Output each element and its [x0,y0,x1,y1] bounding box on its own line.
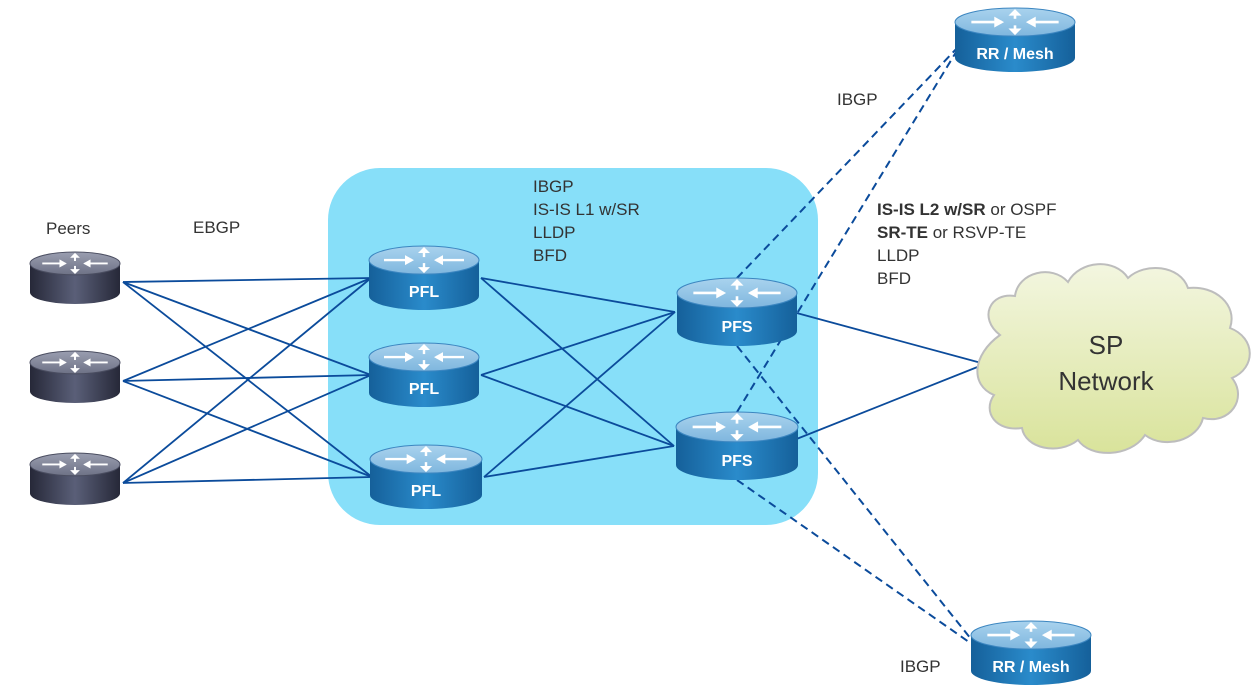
link-peer3-pfl2 [122,374,372,484]
router-label: PFS [721,319,752,336]
router-top [29,251,121,276]
router-top [369,444,483,474]
nodes-layer: PFL PFL PFL PFS PFS RR / Mesh RR / Mesh [29,7,1092,685]
router-arrows-icon [384,344,464,371]
link-peer3-pfl1 [122,277,372,484]
router-arrows-icon [692,413,782,441]
router-top [675,411,799,443]
router-arrows-icon [42,453,108,476]
ibgp-dashed-link-pfs2-rr1 [736,43,962,413]
link-pfl1-pfs1 [480,277,676,313]
router-pfl1: PFL [368,245,480,310]
router-rr1: RR / Mesh [954,7,1076,72]
router-arrows-icon [971,9,1059,36]
router-top [970,620,1092,650]
core-protocols-list: IS-IS L2 w/SR or OSPF SR-TE or RSVP-TE L… [877,200,1057,288]
router-arrows-icon [42,252,108,275]
links-layer [122,43,986,650]
link-pfl2-pfs2 [480,374,675,447]
router-label: PFS [721,453,752,470]
peer-router-peer2 [29,350,121,403]
link-peer2-pfl2 [122,374,372,382]
router-arrows-icon [42,351,108,374]
link-pfs2-sp [793,363,986,441]
sp-network-cloud: SP Network [976,263,1251,454]
core-protocol-item: LLDP [877,246,920,265]
router-top [676,277,798,309]
router-label: PFL [409,381,439,398]
link-pfs1-sp [792,311,986,365]
cloud-shape [976,263,1251,454]
ibgp-bottom-label: IBGP [900,657,941,676]
link-peer1-pfl1 [122,277,372,283]
peers-label: Peers [46,219,90,238]
router-top [29,452,121,477]
link-peer2-pfl1 [122,277,372,382]
router-pfs2: PFS [675,411,799,481]
core-protocol-item: IS-IS L2 w/SR or OSPF [877,200,1057,219]
router-top [29,350,121,375]
link-peer3-pfl3 [122,476,373,484]
ibgp-top-label: IBGP [837,90,878,109]
core-protocol-item: BFD [877,269,911,288]
router-arrows-icon [385,446,467,473]
fabric-protocol-item: BFD [533,246,567,265]
router-arrows-icon [693,279,781,307]
router-label: PFL [411,483,441,500]
fabric-protocol-item: LLDP [533,223,576,242]
link-pfl3-pfs2 [483,445,675,478]
router-arrows-icon [987,622,1075,649]
core-protocol-item: SR-TE or RSVP-TE [877,223,1026,242]
router-label: RR / Mesh [992,659,1069,676]
fabric-protocols-list: IBGP IS-IS L1 w/SR LLDP BFD [533,177,640,265]
router-rr2: RR / Mesh [970,620,1092,685]
peer-router-peer1 [29,251,121,304]
ibgp-dashed-link-pfs1-rr1 [736,43,962,279]
router-label: PFL [409,284,439,301]
fabric-protocol-item: IBGP [533,177,574,196]
fabric-protocol-item: IS-IS L1 w/SR [533,200,640,219]
ebgp-label: EBGP [193,218,240,237]
router-top [368,245,480,275]
router-arrows-icon [384,247,464,274]
peer-router-peer3 [29,452,121,505]
link-pfl2-pfs1 [480,311,676,376]
router-top [954,7,1076,37]
router-pfl3: PFL [369,444,483,510]
ibgp-dashed-link-pfs2-rr2 [736,479,980,650]
cloud-label-line1: SP [1089,330,1124,360]
link-pfl3-pfs1 [483,311,676,478]
router-pfl2: PFL [368,342,480,407]
router-top [368,342,480,372]
cloud-label-line2: Network [1058,366,1154,396]
link-peer1-pfl2 [122,281,372,376]
router-label: RR / Mesh [976,46,1053,63]
link-pfl1-pfs2 [480,277,675,447]
router-pfs1: PFS [676,277,798,346]
